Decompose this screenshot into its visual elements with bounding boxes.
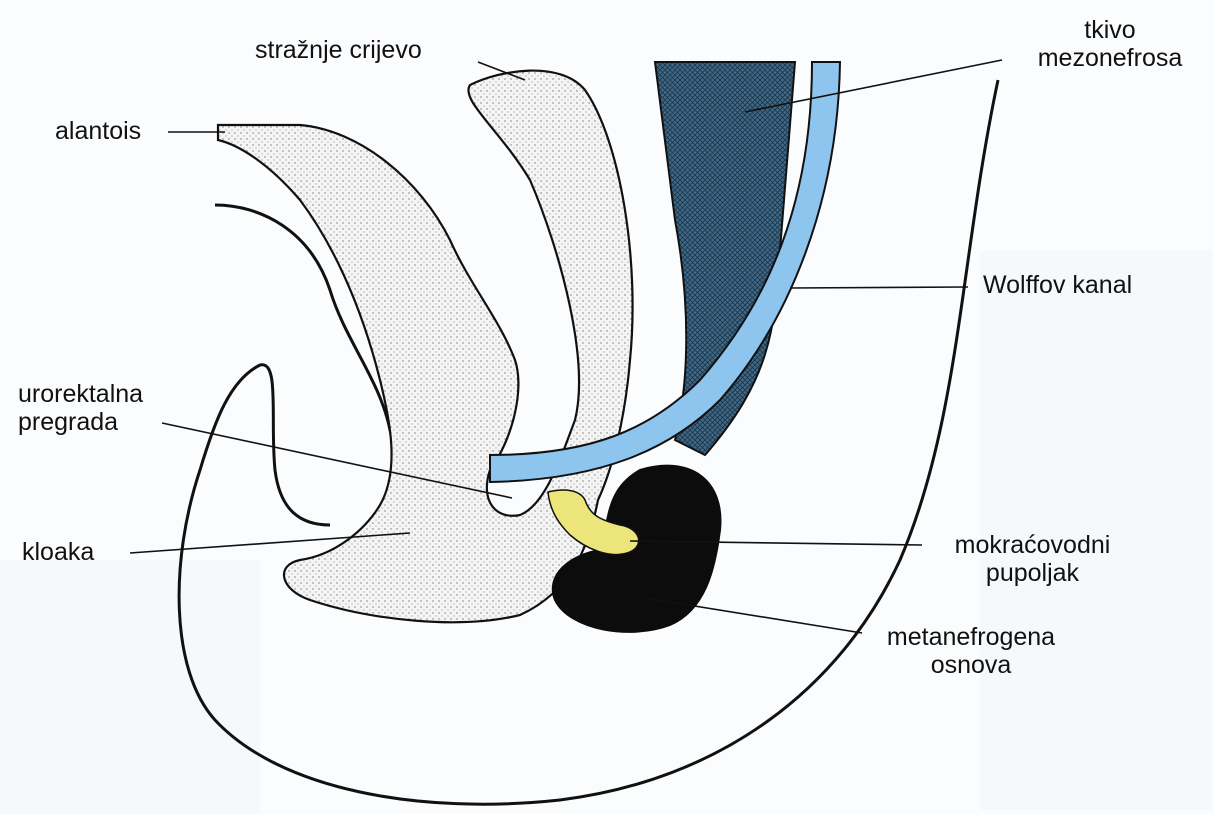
label-tkivo-mezonefrosa: tkivo mezonefrosa (1010, 16, 1210, 72)
label-wolffov-kanal: Wolffov kanal (983, 271, 1132, 299)
label-straznje-crijevo: stražnje crijevo (255, 36, 422, 64)
label-metanefrogena-osnova: metanefrogena osnova (866, 623, 1076, 679)
label-urorektalna-pregrada: urorektalna pregrada (18, 380, 143, 436)
label-kloaka: kloaka (22, 538, 94, 566)
label-mokracovodni-pupoljak: mokraćovodni pupoljak (925, 531, 1140, 587)
leader-wolffov-kanal (790, 287, 968, 288)
label-alantois: alantois (55, 117, 141, 145)
